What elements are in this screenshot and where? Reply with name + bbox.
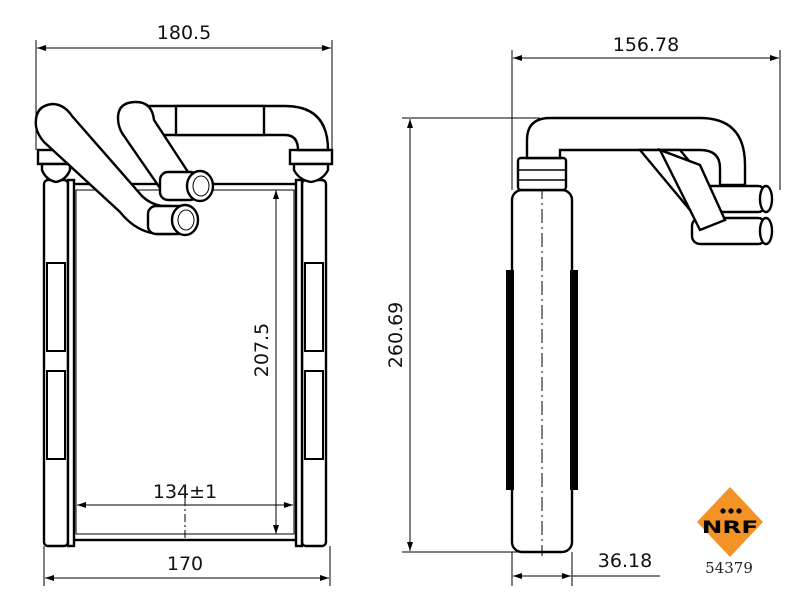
top-pipe: [116, 100, 330, 203]
side-top-pipe: [525, 116, 747, 187]
dimension-lines: [35, 40, 781, 586]
dim-core-width: 170: [167, 553, 203, 575]
side-view: [506, 116, 774, 556]
front-view: [34, 100, 334, 548]
core-frame: [68, 182, 302, 542]
dim-overall-height: 260.69: [385, 302, 407, 368]
diagonal-pipe: [34, 102, 200, 237]
nrf-logo: NRF 54379: [697, 487, 763, 577]
left-tank: [36, 148, 76, 548]
dim-overall-width-side: 156.78: [613, 34, 679, 56]
dim-core-inner-width: 134±1: [153, 481, 217, 503]
dim-depth: 36.18: [598, 550, 652, 572]
part-number: 54379: [705, 559, 753, 577]
right-tank: [288, 148, 334, 548]
dim-core-height: 207.5: [251, 323, 273, 377]
dim-overall-width-front: 180.5: [157, 22, 211, 44]
svg-text:NRF: NRF: [702, 517, 758, 537]
